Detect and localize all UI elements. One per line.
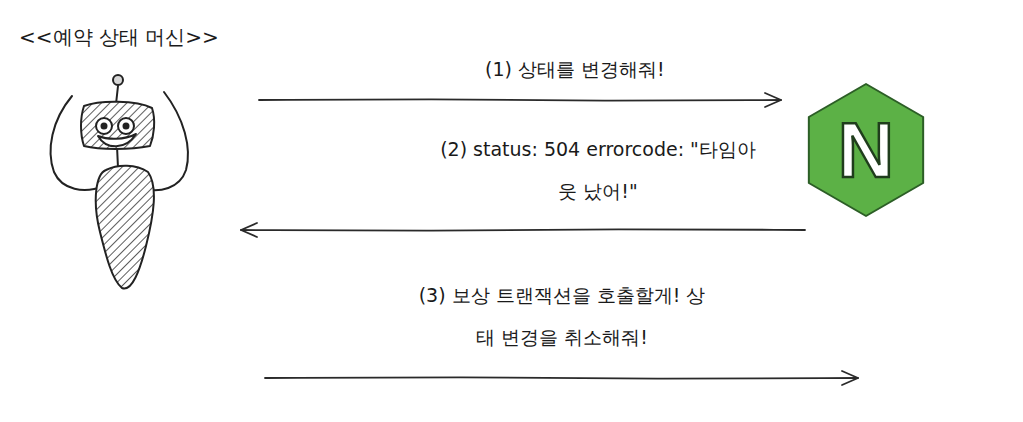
- arrow-head: [765, 93, 781, 107]
- edge-label: (1) 상태를 변경해줘!: [485, 48, 665, 90]
- hexagon-shape: [809, 84, 923, 216]
- nginx-logo: N: [807, 82, 925, 218]
- arrow-head: [241, 223, 257, 237]
- robot-body: [96, 166, 154, 289]
- arrow-line: [241, 229, 805, 230]
- robot-pupil: [102, 124, 107, 129]
- robot-actor: <<예약 상태 머신>>: [15, 22, 245, 297]
- robot-head: [81, 102, 154, 149]
- robot-eye: [96, 118, 112, 134]
- arrow-head: [842, 371, 858, 385]
- edge-label: (3) 보상 트랜잭션을 호출할게! 상태 변경을 취소해줘!: [412, 274, 712, 358]
- robot-smile: [98, 134, 136, 146]
- arrow-line: [265, 377, 858, 378]
- robot-pupil: [124, 124, 129, 129]
- actor-title: <<예약 상태 머신>>: [15, 22, 223, 53]
- arrow-line: [259, 99, 781, 100]
- robot-antenna: [113, 75, 123, 85]
- message-arrow: [241, 223, 805, 237]
- message-arrow: [259, 93, 781, 107]
- logo-letter: N: [838, 111, 894, 189]
- robot-eye: [118, 118, 134, 134]
- message-arrow: [265, 371, 858, 385]
- edge-label: (2) status: 504 errorcode: "타임아웃 났어!": [433, 128, 763, 212]
